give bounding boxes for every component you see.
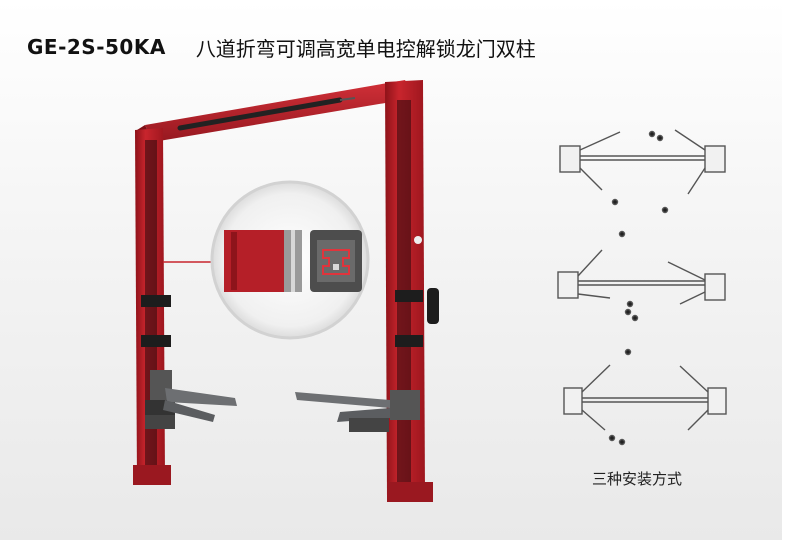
installation-caption: 三种安装方式 (592, 470, 683, 488)
two-post-lift-image (133, 80, 439, 502)
column-profile-detail-image (224, 230, 362, 292)
model-number: GE-2S-50KA (27, 35, 166, 59)
header: GE-2S-50KA 八道折弯可调高宽单电控解锁龙门双柱 (27, 27, 536, 67)
installation-diagrams (557, 129, 727, 446)
arm-layout-symmetric-icon (559, 129, 726, 214)
arm-layout-reversed-icon (563, 348, 727, 446)
arm-layout-asymmetric-icon (557, 230, 726, 322)
product-title: 八道折弯可调高宽单电控解锁龙门双柱 (195, 36, 536, 61)
